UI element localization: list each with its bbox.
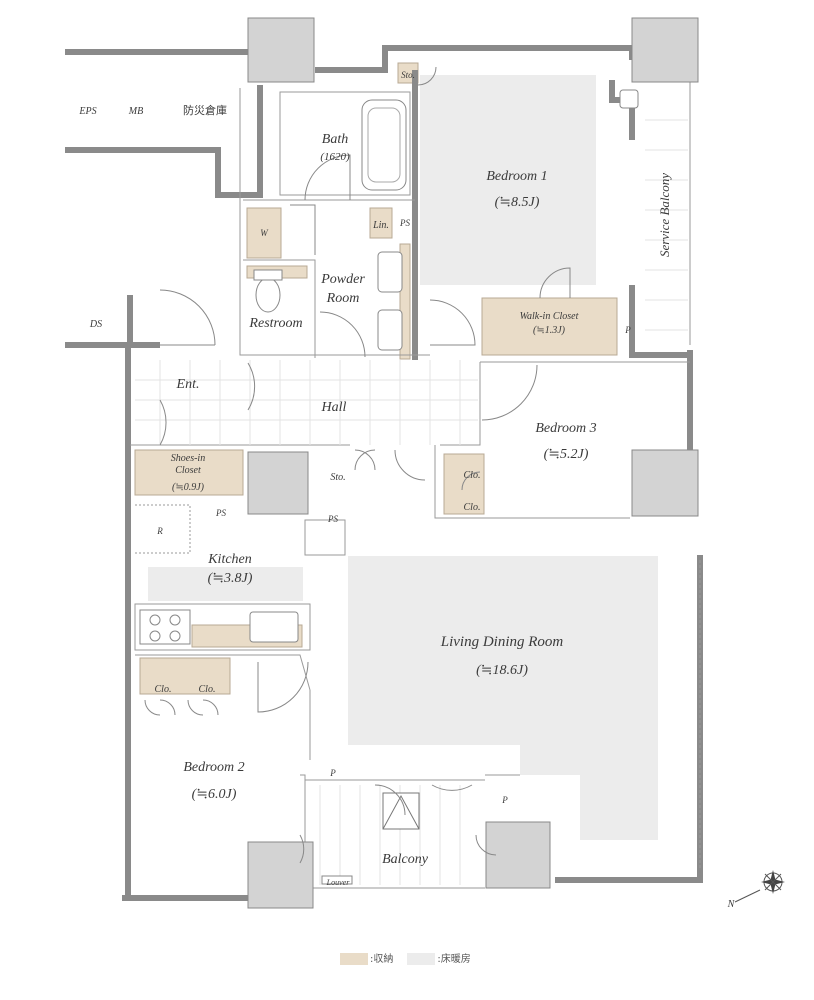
bedroom3-size: (≒5.2J) — [544, 447, 589, 462]
powder-counter — [399, 243, 411, 360]
clo-d-label: Clo. — [199, 684, 216, 695]
powder-sink-1 — [377, 251, 403, 293]
bathtub — [361, 99, 407, 191]
louver-label: Louver — [326, 878, 351, 887]
ps3-label: PS — [327, 514, 338, 524]
bousai-label: 防災倉庫 — [183, 103, 227, 117]
kitchen-label: Kitchen — [207, 552, 252, 567]
column-se — [485, 821, 551, 889]
shoes-size: (≒0.9J) — [172, 482, 205, 493]
eps-label: EPS — [78, 106, 96, 117]
ldr-label: Living Dining Room — [440, 634, 564, 650]
legend: :収納 :床暖房 — [340, 950, 471, 965]
p2-label: P — [329, 768, 336, 778]
bedroom1-label: Bedroom 1 — [486, 169, 547, 184]
washer-label: W — [260, 228, 269, 238]
legend-floor-heating-label: :床暖房 — [437, 954, 471, 965]
kitchen-size: (≒3.8J) — [208, 571, 253, 586]
shoes-label-2: Closet — [175, 465, 201, 476]
legend-storage-label: :収納 — [370, 954, 394, 965]
balcony-tiles — [319, 785, 461, 885]
balcony-hatch — [382, 792, 420, 830]
powder-sink-2 — [377, 309, 403, 351]
bedroom3-label: Bedroom 3 — [535, 421, 596, 436]
service-sink — [619, 89, 639, 109]
mb-label: MB — [128, 106, 143, 117]
clo-c-label: Clo. — [155, 684, 172, 695]
linen-storage — [369, 207, 393, 239]
ent-label: Ent. — [176, 377, 200, 392]
powder-room-label: Room — [326, 291, 360, 306]
washer-storage — [246, 207, 282, 259]
legend-floor-heating: :床暖房 — [407, 950, 471, 965]
kitchen-counter-walls — [134, 603, 311, 651]
north-wall — [65, 45, 635, 73]
toilet-tank — [253, 269, 283, 281]
doors — [144, 66, 571, 864]
service-wall — [609, 80, 635, 140]
sto1-label: Sto. — [401, 70, 415, 80]
column-east — [631, 449, 699, 517]
balcony-label: Balcony — [382, 852, 429, 867]
ds-wall — [65, 295, 160, 348]
balcony-walls — [300, 774, 520, 889]
bathtub-inner — [367, 107, 401, 183]
compass-icon: N — [727, 870, 785, 910]
column-ne — [631, 17, 699, 83]
ps2-label: PS — [215, 508, 226, 518]
sto2-label: Sto. — [330, 472, 345, 483]
bedroom2-size: (≒6.0J) — [192, 787, 237, 802]
bath-walls — [279, 91, 411, 196]
hall-tiles — [135, 360, 478, 445]
restroom-walls — [243, 259, 316, 358]
toilet — [255, 277, 281, 313]
lin-label: Lin. — [372, 220, 389, 231]
bath-size: (1620) — [320, 151, 350, 163]
compass-n-label: N — [727, 899, 736, 910]
inner-walls — [239, 88, 690, 519]
kitchen-sink — [249, 611, 299, 643]
legend-storage-swatch — [340, 953, 368, 965]
fridge-label: R — [156, 526, 163, 536]
restroom-label: Restroom — [248, 316, 302, 331]
column-nw — [247, 17, 315, 83]
bedroom2-wall — [135, 654, 311, 760]
clo-b-label: Clo. — [464, 502, 481, 513]
ds-label: DS — [89, 319, 102, 330]
bedroom1-size: (≒8.5J) — [495, 195, 540, 210]
bedroom2-label: Bedroom 2 — [183, 760, 244, 775]
legend-storage: :収納 — [340, 950, 393, 965]
walkin-size: (≒1.3J) — [533, 325, 566, 336]
ldr-size: (≒18.6J) — [476, 663, 528, 678]
ps1-label: PS — [399, 218, 410, 228]
ldr-floor-heating — [348, 556, 658, 840]
stove — [139, 609, 191, 645]
column-sw — [247, 841, 314, 909]
kitchen-floor-heating — [148, 567, 303, 601]
clo-a-label: Clo. — [464, 470, 481, 481]
bedroom3-closet-storage — [443, 453, 485, 515]
bath-label: Bath — [322, 132, 348, 147]
p3-label: P — [501, 795, 508, 805]
bedroom1-floor-heating — [420, 75, 596, 285]
p1-label: P — [624, 325, 631, 335]
legend-floor-heating-swatch — [407, 953, 436, 965]
bedroom1-south-wall — [629, 285, 690, 358]
service-balcony-tiles — [645, 119, 688, 331]
louver-box — [321, 875, 353, 885]
column-center — [247, 451, 309, 515]
hall-walls — [130, 362, 481, 446]
powder-label: Powder — [320, 272, 365, 287]
shoes-label: Shoes-in — [171, 453, 205, 464]
service-balcony-label: Service Balcony — [657, 173, 672, 257]
bedroom2-closet-storage — [139, 657, 231, 695]
core-wall — [65, 85, 263, 198]
shoes-closet-storage — [134, 449, 244, 496]
walkin-label: Walk-in Closet — [520, 311, 579, 322]
walkin-closet-storage — [481, 297, 618, 356]
kitchen-ps-wall — [304, 519, 346, 556]
hall-label: Hall — [321, 400, 347, 415]
